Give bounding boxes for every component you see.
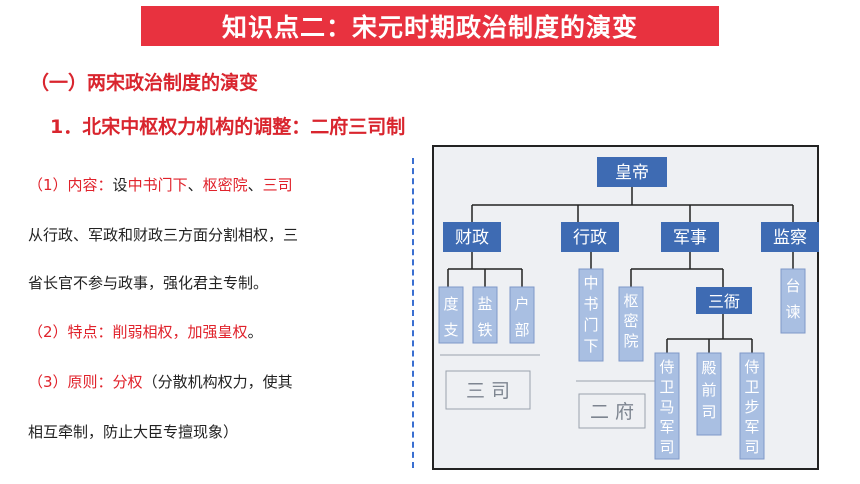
principle-line-2: 相互牵制，防止大臣专擅现象）	[28, 423, 239, 441]
svg-text:军事: 军事	[673, 228, 707, 248]
feature-line: （2）特点：削弱相权，加强皇权。	[28, 321, 263, 342]
node-taijian-label: 台谏	[785, 277, 800, 321]
erfu-group-label: 二 府	[578, 393, 646, 429]
text-zhongshu: 中书门下	[127, 176, 188, 194]
node-military: 军事	[661, 222, 719, 252]
node-dianqian-label: 殿前司	[701, 359, 716, 421]
principle-label: （3）原则：	[28, 373, 113, 391]
section-heading: （一）两宋政治制度的演变	[30, 72, 259, 94]
node-supervision: 监察	[761, 222, 819, 252]
divider-dashed	[412, 158, 414, 468]
text-shumi: 枢密院	[202, 176, 248, 194]
node-hubu-label: 户部	[514, 295, 529, 339]
node-shiwei-ma-box	[654, 352, 680, 460]
org-chart-frame: 皇帝 财政 行政 军事 监察 三衙	[432, 145, 819, 470]
node-admin: 行政	[561, 222, 619, 252]
feature-end: 。	[247, 323, 263, 341]
principle-key: 分权	[112, 373, 143, 391]
principle-line: （3）原则：分权（分散机构权力，使其	[28, 371, 293, 392]
node-emperor: 皇帝	[597, 157, 667, 187]
node-shiwei-bu-box	[739, 352, 765, 460]
node-dianqian-box	[696, 352, 722, 436]
node-shumi-label: 枢密院	[623, 292, 638, 350]
content-line-1: （1）内容：设中书门下、枢密院、三司	[28, 174, 293, 195]
node-hubu-box	[509, 286, 535, 344]
node-zhongshu-box	[578, 268, 604, 362]
org-chart: 皇帝 财政 行政 军事 监察 三衙	[438, 157, 819, 460]
node-yantie-label: 盐铁	[477, 295, 492, 339]
svg-text:行政: 行政	[573, 228, 607, 248]
feature-text: 削弱相权，加强皇权	[112, 323, 248, 341]
node-duzhi-box	[438, 286, 464, 344]
node-shiwei-bu-label: 侍卫步军司	[744, 358, 759, 456]
svg-text:二 府: 二 府	[590, 401, 634, 423]
text-sep-2: 、	[247, 176, 263, 194]
node-duzhi-label: 度支	[443, 295, 458, 339]
sansi-group-label: 三 司	[445, 370, 531, 410]
content-line-3: 省长官不参与政事，强化君主专制。	[28, 274, 269, 292]
svg-text:监察: 监察	[773, 228, 807, 248]
text-sansi: 三司	[262, 176, 293, 194]
text-sep-1: 、	[187, 176, 203, 194]
principle-text: （分散机构权力，使其	[142, 373, 293, 391]
page-title-banner: 知识点二：宋元时期政治制度的演变	[141, 6, 719, 46]
content-label: （1）内容：	[28, 176, 113, 194]
svg-text:财政: 财政	[455, 228, 489, 248]
svg-text:三 司: 三 司	[466, 380, 510, 402]
node-yantie-box	[472, 286, 498, 344]
svg-text:三衙: 三衙	[708, 292, 740, 311]
text-she: 设	[112, 176, 128, 194]
svg-text:皇帝: 皇帝	[615, 163, 649, 183]
feature-label: （2）特点：	[28, 323, 113, 341]
subsection-heading: 1．北宋中枢权力机构的调整：二府三司制	[50, 116, 406, 138]
node-taijian-box	[780, 268, 806, 334]
node-shumi-box	[618, 286, 644, 362]
node-shiwei-ma-label: 侍卫马军司	[659, 358, 674, 456]
content-line-2: 从行政、军政和财政三方面分割相权，三	[28, 226, 299, 244]
node-sanya: 三衙	[696, 287, 752, 314]
page-title: 知识点二：宋元时期政治制度的演变	[221, 13, 638, 42]
node-zhongshu-label: 中书门下	[583, 274, 598, 355]
node-finance: 财政	[443, 222, 501, 252]
